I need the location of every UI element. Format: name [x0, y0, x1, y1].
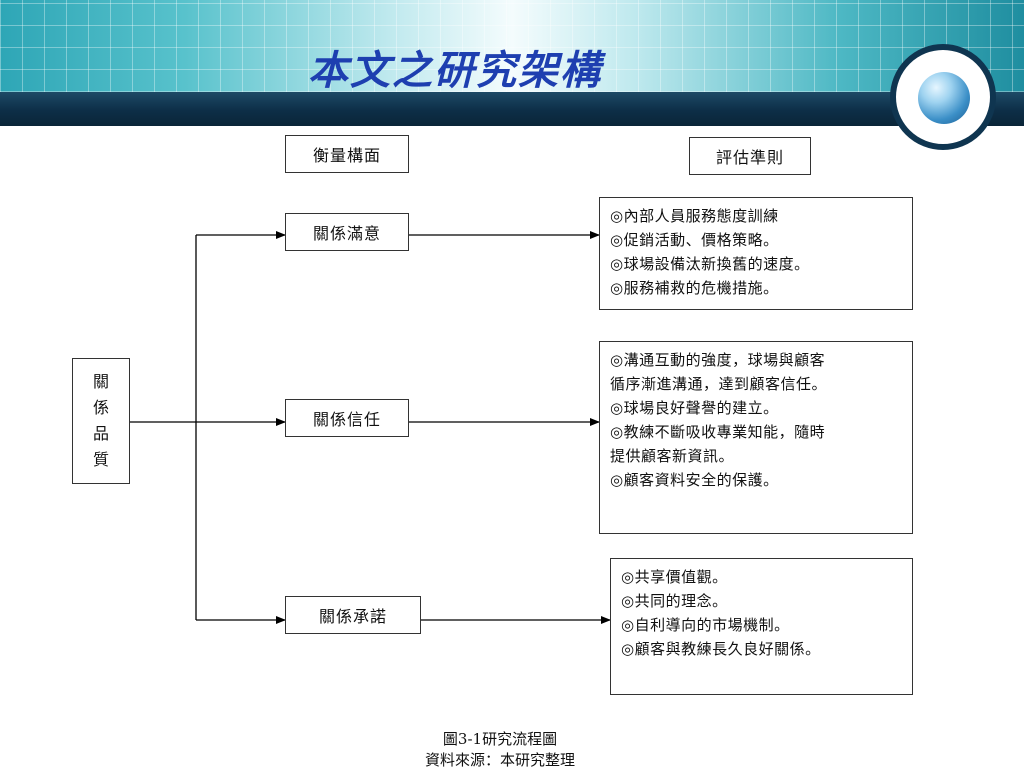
header-dimensions: 衡量構面 [285, 135, 409, 173]
criteria-line: ◎共同的理念。 [621, 592, 728, 610]
criteria-line: 循序漸進溝通，達到顧客信任。 [610, 375, 828, 393]
criteria-line: ◎溝通互動的強度，球場與顧客 [610, 351, 826, 369]
criteria-line: ◎球場良好聲譽的建立。 [610, 399, 779, 417]
criteria-line: ◎服務補救的危機措施。 [610, 279, 779, 297]
criteria-line: ◎自利導向的市場機制。 [621, 616, 790, 634]
criteria-line: ◎顧客資料安全的保護。 [610, 471, 779, 489]
source-caption: 資料來源：本研究整理 [424, 751, 575, 769]
globe-icon [918, 72, 970, 124]
header-gradient [0, 0, 1024, 92]
dimension-node-satisfaction: 關係滿意 [285, 213, 409, 251]
slide-title: 本文之研究架構 [308, 47, 602, 94]
root-char: 品 [92, 424, 109, 443]
root-char: 係 [92, 398, 109, 417]
criteria-line: ◎顧客與教練長久良好關係。 [621, 640, 821, 658]
criteria-line: ◎內部人員服務態度訓練 [610, 207, 779, 225]
dimension-node-commitment: 關係承諾 [285, 596, 421, 634]
criteria-line: ◎促銷活動、價格策略。 [610, 231, 779, 249]
criteria-line: 提供顧客新資訊。 [610, 447, 735, 465]
criteria-box-trust: ◎溝通互動的強度，球場與顧客 循序漸進溝通，達到顧客信任。 ◎球場良好聲譽的建立… [599, 341, 913, 534]
criteria-line: ◎球場設備汰新換舊的速度。 [610, 255, 810, 273]
criteria-box-commitment: ◎共享價值觀。 ◎共同的理念。 ◎自利導向的市場機制。 ◎顧客與教練長久良好關係… [610, 558, 913, 695]
criteria-line: ◎共享價值觀。 [621, 568, 728, 586]
header-grid-pattern [0, 0, 1024, 92]
root-char: 關 [92, 372, 109, 391]
root-char: 質 [92, 450, 109, 469]
figure-caption: 圖3-1研究流程圖 [442, 730, 558, 748]
criteria-line: ◎教練不斷吸收專業知能，隨時 [610, 423, 826, 441]
criteria-box-satisfaction: ◎內部人員服務態度訓練 ◎促銷活動、價格策略。 ◎球場設備汰新換舊的速度。 ◎服… [599, 197, 913, 310]
root-node-relationship-quality: 關 係 品 質 [72, 358, 130, 484]
header-dark-band [0, 92, 1024, 126]
dimension-node-trust: 關係信任 [285, 399, 409, 437]
header-criteria: 評估準則 [689, 137, 811, 175]
header-banner [0, 0, 1024, 126]
